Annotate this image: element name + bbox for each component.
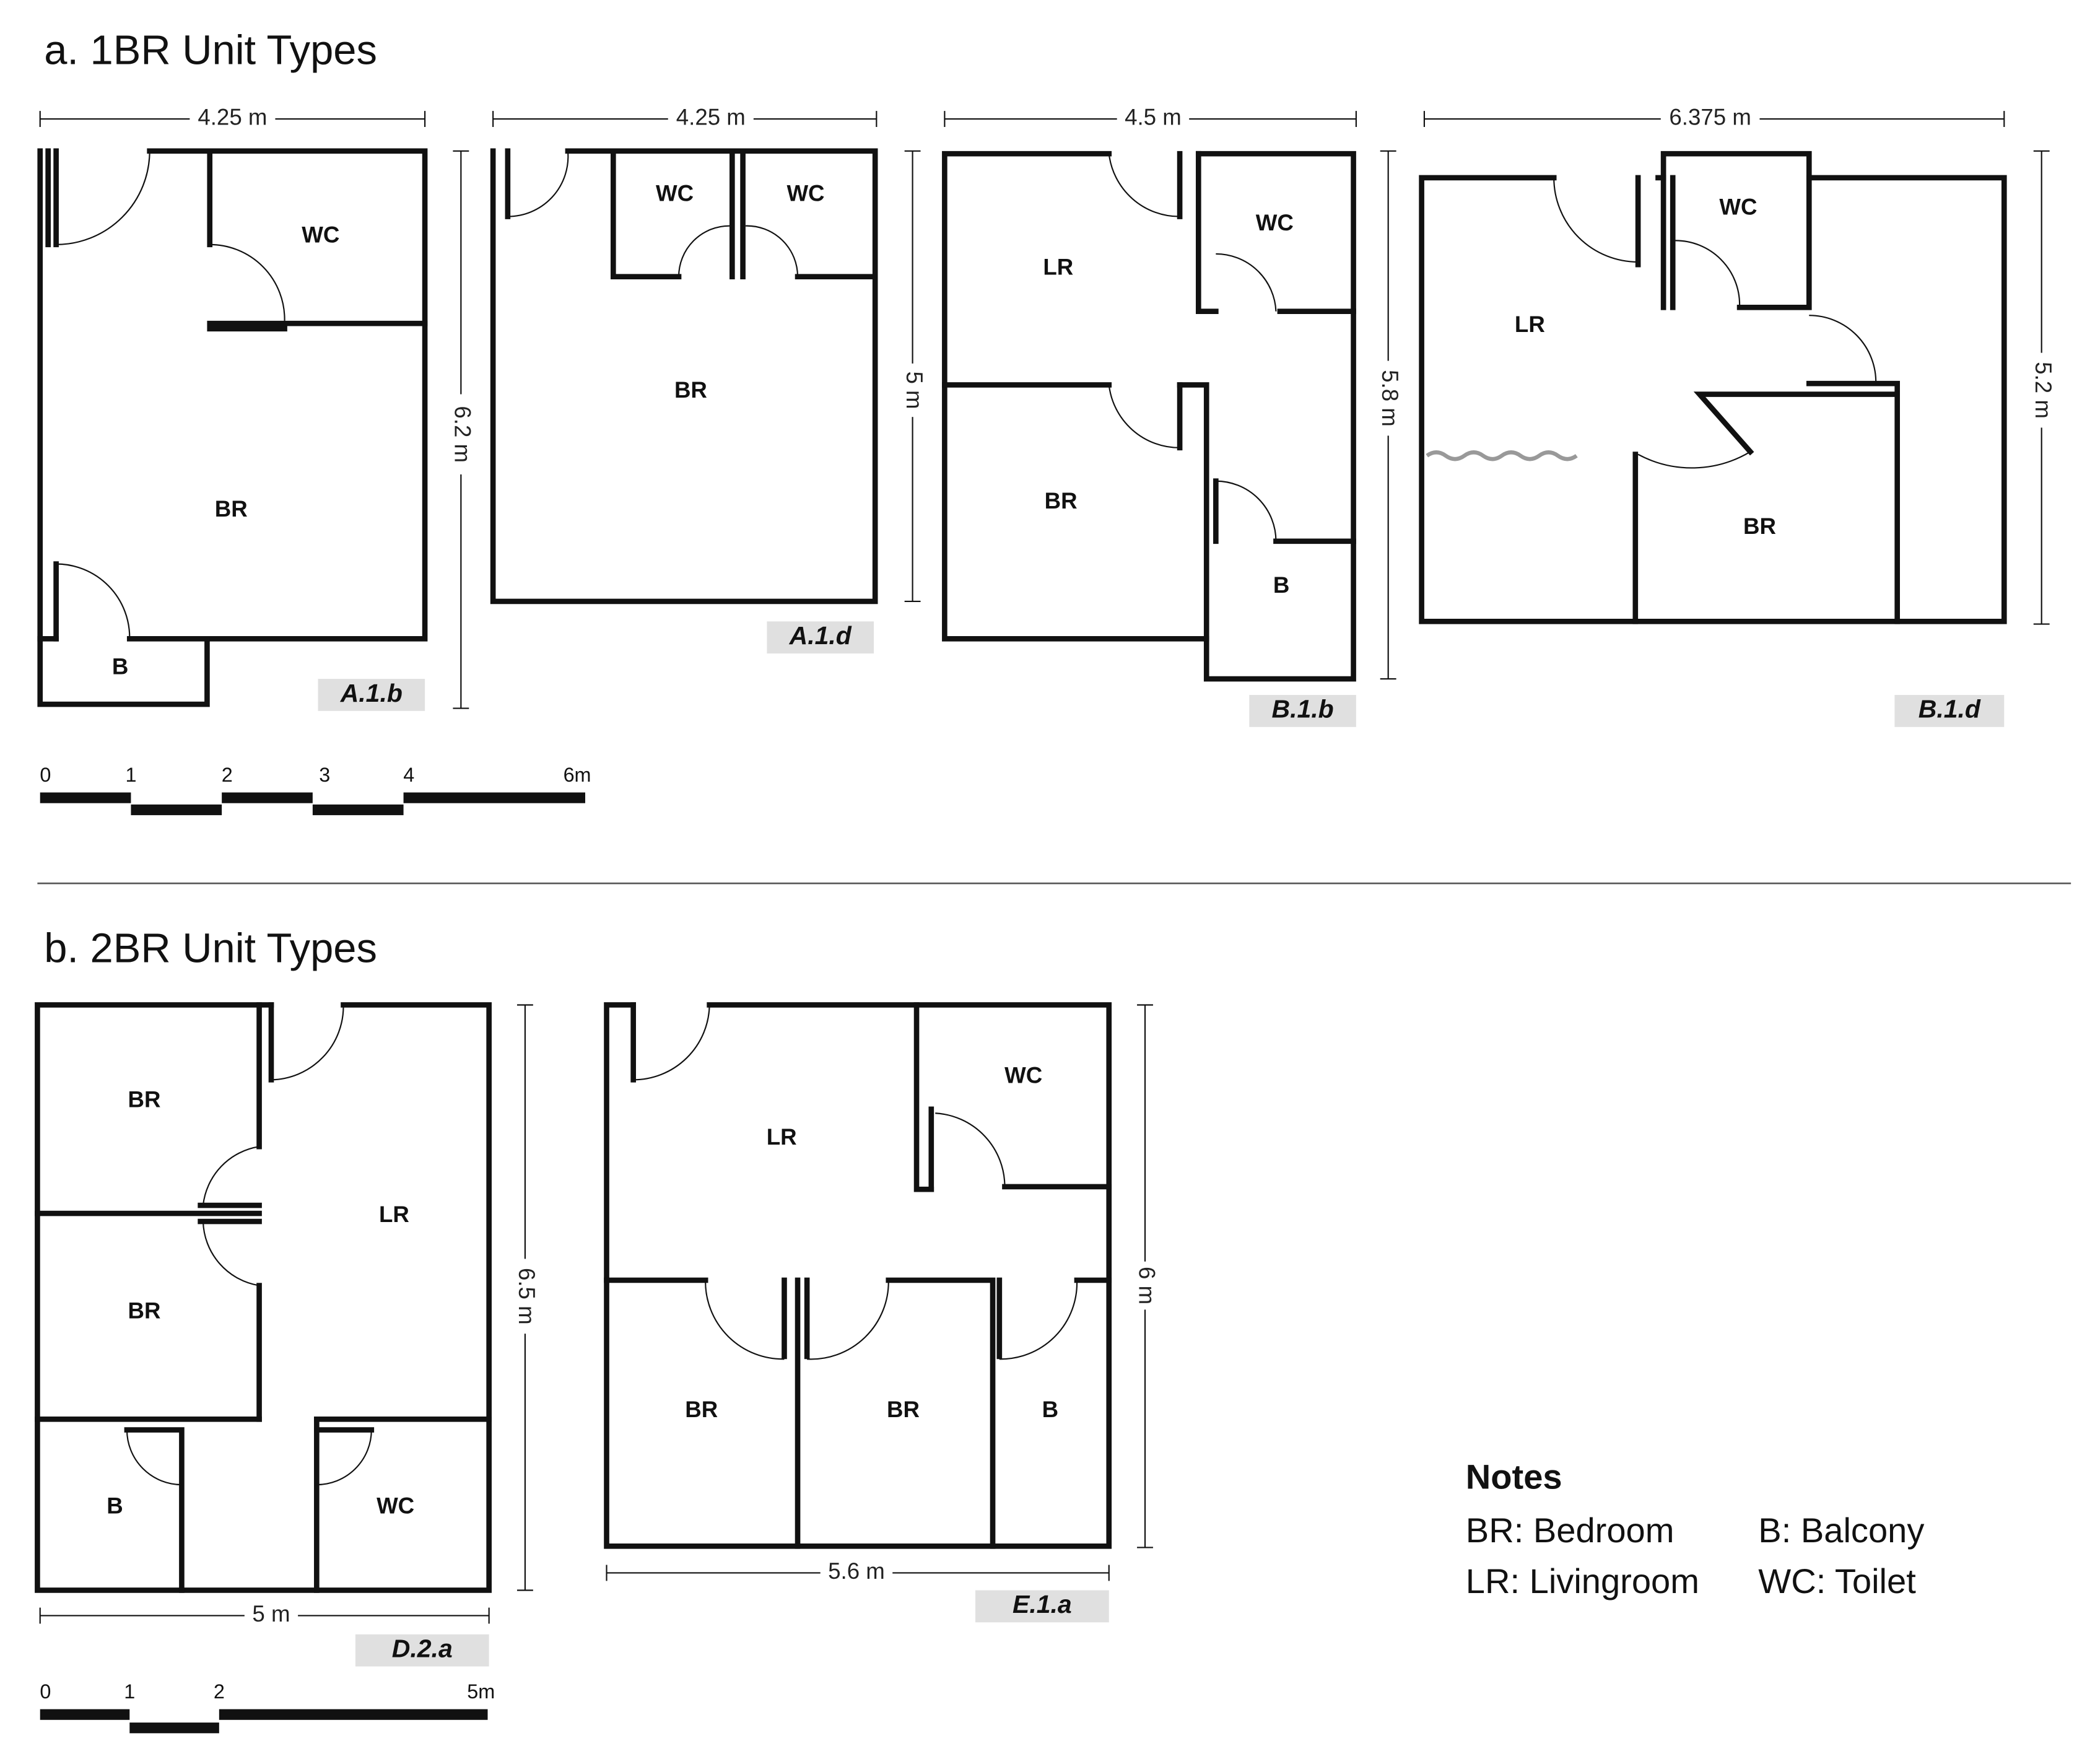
unit-a1b-depth-label: 6.2 m [450,406,476,463]
scale-a-tick-1: 1 [125,764,136,786]
unit-a1d-depth-dimension: 5 m [900,150,927,602]
notes-wc: WC: Toilet [1758,1561,1916,1600]
unit-b1b-tag-bg [1249,694,1356,727]
unit-b1b-door-swings [1108,154,1277,541]
unit-b1d-tag: B.1.d [1919,695,1981,723]
unit-e1a-door-swings [633,1005,1078,1360]
unit-e1a-room-wc: WC [1004,1063,1042,1088]
scale-a-tick-6m: 6m [564,764,591,786]
unit-d2a-room-br2: BR [128,1298,161,1323]
unit-a1b-walls [37,148,428,707]
unit-d2a-walls [35,1002,492,1593]
unit-b1d-room-wc: WC [1719,194,1757,219]
unit-d2a-depth-dimension: 6.5 m [513,1004,539,1591]
unit-a1d-width-dimension: 4.25 m [492,105,878,131]
scale-b-tick-5m: 5m [467,1680,495,1703]
unit-b1b-depth-dimension: 5.8 m [1376,150,1403,680]
unit-a1d-plan: 4.25 m 5 m WC WC BR A.1.d [490,105,927,654]
unit-b1b-room-lr: LR [1043,254,1073,279]
unit-d2a-tag-bg [355,1634,489,1667]
notes-br: BR: Bedroom [1466,1511,1675,1550]
unit-a1d-tag: A.1.d [789,621,852,650]
scale-bar-a: 0 1 2 3 4 6m [40,764,591,816]
unit-b1d-plan: 6.375 m 5.2 m LR WC BR [1419,105,2056,727]
unit-b1d-room-lr: LR [1515,312,1545,337]
unit-e1a-width-dimension: 5.6 m [606,1558,1110,1585]
unit-d2a-room-br1: BR [128,1087,161,1112]
scale-b-tick-2: 2 [214,1680,225,1703]
unit-a1b-room-b: B [112,653,128,679]
unit-b1b-walls [942,151,1356,682]
notes-lr: LR: Livingroom [1466,1561,1699,1600]
unit-b1b-plan: 4.5 m 5.8 m LR WC BR B [942,105,1403,727]
unit-b1d-tag-bg [1894,694,2005,727]
section-b-title: b. 2BR Unit Types [44,925,377,971]
unit-a1b-tag: A.1.b [340,679,403,707]
unit-a1d-room-wc2: WC [786,181,824,206]
scale-a-tick-2: 2 [222,764,233,786]
unit-b1b-depth-label: 5.8 m [1377,370,1403,427]
unit-a1d-width-label: 4.25 m [676,105,746,130]
unit-e1a-room-br1: BR [685,1397,718,1422]
unit-e1a-plan: 6 m 5.6 m [604,1002,1159,1623]
unit-a1d-door-swings [507,151,799,277]
unit-d2a-room-lr: LR [379,1202,409,1227]
unit-a1b-room-br: BR [215,496,248,522]
unit-b1d-width-dimension: 6.375 m [1423,105,2005,131]
unit-b1b-room-wc: WC [1256,210,1294,235]
unit-e1a-tag-bg [975,1590,1109,1623]
unit-a1b-tag-bg [318,679,425,711]
notes-b: B: Balcony [1758,1511,1924,1550]
unit-a1d-room-br: BR [674,377,707,403]
unit-d2a-plan: 6.5 m 5 m [35,1002,539,1667]
unit-b1b-room-br: BR [1045,488,1078,513]
unit-e1a-width-label: 5.6 m [828,1558,885,1584]
section-a-title: a. 1BR Unit Types [44,27,377,74]
unit-d2a-room-wc: WC [377,1493,414,1518]
unit-a1b-width-dimension: 4.25 m [39,105,426,131]
scale-a-tick-4: 4 [403,764,414,786]
scale-a-tick-0: 0 [40,764,51,786]
unit-b1d-depth-dimension: 5.2 m [2029,150,2056,625]
notes-heading: Notes [1466,1457,1562,1496]
unit-d2a-depth-label: 6.5 m [514,1268,539,1325]
unit-d2a-room-b: B [107,1493,123,1518]
unit-d2a-width-dimension: 5 m [39,1601,490,1628]
unit-e1a-room-lr: LR [767,1124,797,1150]
unit-b1d-room-br: BR [1743,513,1776,539]
unit-b1d-door-swings [1553,177,1877,469]
unit-b1b-tag: B.1.b [1271,695,1333,723]
unit-a1d-tag-bg [767,621,874,654]
unit-b1d-walls [1419,151,2007,624]
unit-a1b-width-label: 4.25 m [198,105,267,130]
unit-a1b-plan: 4.25 m 6.2 m WC BR B A.1.b [37,105,476,711]
scale-a-tick-3: 3 [319,764,330,786]
unit-d2a-door-swings [126,1005,372,1486]
notes-legend: Notes BR: Bedroom B: Balcony LR: Livingr… [1466,1457,1925,1600]
unit-e1a-depth-dimension: 6 m [1133,1004,1159,1548]
unit-b1d-width-label: 6.375 m [1669,105,1751,130]
unit-a1d-depth-label: 5 m [902,371,927,409]
scale-b-tick-1: 1 [124,1680,135,1703]
unit-b1b-room-b: B [1273,572,1289,598]
unit-a1b-room-wc: WC [302,222,339,248]
unit-a1b-door-swings [56,151,285,639]
scale-bar-b: 0 1 2 5m [40,1680,495,1734]
unit-a1d-room-wc1: WC [656,181,694,206]
unit-e1a-tag: E.1.a [1013,1590,1072,1618]
unit-b1d-depth-label: 5.2 m [2031,362,2056,419]
unit-e1a-room-br2: BR [887,1397,920,1422]
unit-d2a-tag: D.2.a [392,1634,453,1662]
unit-e1a-room-b: B [1042,1397,1058,1422]
unit-b1b-width-dimension: 4.5 m [944,105,1357,131]
unit-a1b-depth-dimension: 6.2 m [448,150,476,709]
unit-e1a-depth-label: 6 m [1134,1267,1159,1304]
unit-d2a-width-label: 5 m [252,1601,290,1626]
unit-a1d-walls [490,148,878,605]
scale-b-tick-0: 0 [40,1680,51,1703]
unit-b1d-curtain [1426,450,1578,461]
unit-e1a-walls [604,1002,1112,1549]
unit-b1b-width-label: 4.5 m [1125,105,1182,130]
